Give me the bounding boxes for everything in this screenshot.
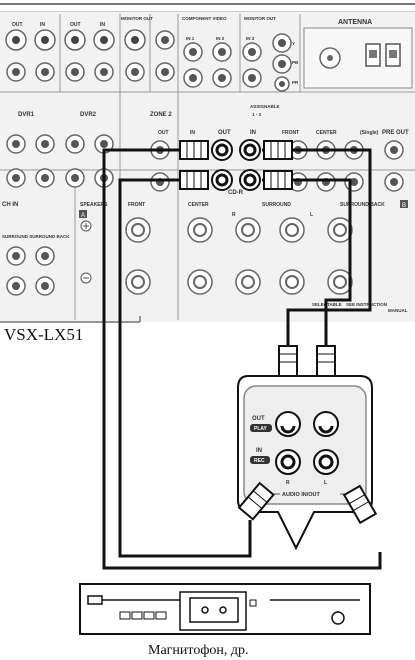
cable-inner: [118, 178, 252, 558]
speaker-terminals: [80, 217, 353, 295]
ch-in-jacks: [6, 246, 55, 296]
speakers-label: SPEAKERS: [80, 202, 108, 208]
deck-jack-panel: OUT PLAY IN REC R L AUDIO IN/OUT: [237, 375, 373, 551]
cdr-out-label: OUT: [218, 130, 231, 136]
cable-right-inner: [262, 178, 352, 345]
pb-label: PB: [292, 60, 299, 65]
tape-deck: [79, 583, 371, 635]
center-spk-label: CENTER: [188, 202, 209, 208]
cable-outer: [102, 148, 382, 570]
ch-in-label: CH IN: [2, 202, 18, 208]
speaker-b-label: B: [402, 203, 406, 209]
device-caption: Магнитофон, др.: [148, 643, 249, 658]
in-label-1: IN: [40, 22, 45, 28]
deck-in-label: IN: [256, 448, 262, 454]
monitor-out-label-2: MONITOR OUT: [244, 16, 276, 21]
surround-surround-back-label: SURROUND SURROUND BACK: [2, 234, 70, 239]
cdr-label: CD-R: [228, 190, 244, 196]
deck-l-label: L: [324, 480, 327, 486]
deck-rec-label: REC: [254, 458, 265, 464]
deck-plugs-diagonal: [237, 481, 378, 525]
see-instruction-label: SEE INSTRUCTION: [346, 302, 387, 307]
deck-play-label: PLAY: [254, 426, 268, 432]
l-label-spk: L: [310, 212, 313, 218]
antenna-block: [303, 27, 413, 89]
dvr-jacks: [6, 134, 404, 192]
receiver-model-label: VSX-LX51: [4, 325, 83, 344]
receiver-rear-panel: OUT IN OUT IN MONITOR OUT COMPONENT VIDE…: [0, 3, 415, 344]
dvr2-label: DVR2: [80, 112, 97, 118]
in-label-2: IN: [100, 22, 105, 28]
in-2-label: IN 2: [216, 36, 225, 41]
svideo-jacks: [5, 29, 175, 82]
component-video-jacks: [183, 33, 292, 92]
speaker-b-badge: [400, 200, 408, 208]
zone2-label: ZONE 2: [150, 112, 172, 118]
assignable-label: ASSIGNABLE: [250, 104, 280, 109]
antenna-label: ANTENNA: [338, 19, 372, 26]
in-3-label: IN 3: [246, 36, 255, 41]
out-label-1: OUT: [12, 22, 23, 28]
out-label-2: OUT: [70, 22, 81, 28]
dvr1-label: DVR1: [18, 112, 35, 118]
cdr-in-label: IN: [250, 130, 256, 136]
in-1-label: IN 1: [186, 36, 195, 41]
surround-back-spk-label: SURROUND BACK: [340, 202, 385, 208]
component-video-label: COMPONENT VIDEO: [182, 16, 227, 21]
monitor-out-label: MONITOR OUT: [121, 16, 153, 21]
cables: [102, 148, 382, 570]
deck-out-label: OUT: [252, 416, 265, 422]
pre-out-label: PRE OUT: [382, 130, 409, 136]
surround-spk-label: SURROUND: [262, 202, 291, 208]
single-label: (Single): [360, 130, 379, 136]
cdr-jacks: [211, 139, 261, 191]
front-spk-label: FRONT: [128, 202, 145, 208]
speaker-a-label: A: [81, 213, 85, 219]
cable-right-outer: [262, 148, 372, 345]
pr-label: PR: [292, 80, 299, 85]
deck-plugs-top: [278, 345, 336, 410]
assignable-nums-label: 1 - 3: [252, 112, 262, 117]
y-label: Y: [292, 41, 295, 46]
cdr-in-label-top: IN: [190, 130, 195, 136]
front-label: FRONT: [282, 130, 299, 136]
zone2-out-label: OUT: [158, 130, 169, 136]
deck-r-label: R: [286, 480, 290, 486]
speaker-a-badge: [79, 210, 87, 218]
center-label: CENTER: [316, 130, 337, 136]
manual-label: MANUAL: [388, 308, 408, 313]
deck-audio-label: AUDIO IN/OUT: [282, 492, 321, 498]
receiver-plugs: [179, 140, 293, 190]
r-label-spk: R: [232, 212, 236, 218]
